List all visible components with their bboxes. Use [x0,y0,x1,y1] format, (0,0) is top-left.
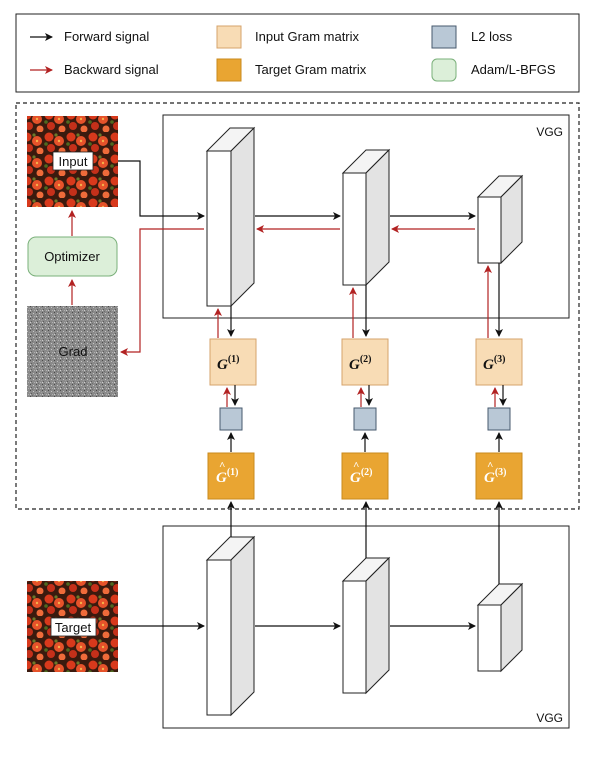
legend-target-gram-label: Target Gram matrix [255,62,367,77]
target-gram-1: G(1) ^ [207,452,255,500]
gram-2-superscript: (2) [360,354,372,365]
svg-text:G(1): G(1) [216,467,239,486]
legend-optimizer-label: Adam/L-BFGS [471,62,556,77]
legend-input-gram-label: Input Gram matrix [255,29,360,44]
svg-text:G(2): G(2) [350,467,373,486]
svg-text:G(1): G(1) [217,354,240,373]
legend-backward-label: Backward signal [64,62,159,77]
optimizer-box [27,236,118,277]
input-to-vgg-arrow [118,160,205,220]
target-gram-2: G(2) ^ [341,452,389,500]
target-gram-swatch-icon [216,58,242,82]
vgg-top-block-2 [341,148,391,287]
gram-3-superscript: (3) [494,354,506,365]
target-gram-3: G(3) ^ [475,452,523,500]
l2-loss-2 [353,407,377,431]
target-gram-2-symbol: G [350,470,361,486]
legend-frame [15,13,580,93]
gram-1-symbol: G [217,357,228,373]
vgg-bottom-block-2 [341,556,391,695]
grad-noise-image [27,306,118,397]
l2-loss-1 [219,407,243,431]
optimizer-node: Optimizer [27,236,118,277]
legend: Forward signal Backward signal Input Gra… [15,13,580,93]
input-label: Input [59,154,88,169]
input-gram-3: G(3) [475,338,523,386]
target-gram-1-symbol: G [216,470,227,486]
grad-label: Grad [59,344,88,359]
l2-loss-3 [487,407,511,431]
optimization-loop-frame [15,102,580,510]
svg-text:G(3): G(3) [484,467,507,486]
input-gram-2: G(2) [341,338,389,386]
legend-forward-label: Forward signal [64,29,149,44]
svg-text:G(3): G(3) [483,354,506,373]
vgg-top-block-3 [476,174,524,265]
target-gram-3-hat-icon: ^ [487,460,493,472]
legend-l2-label: L2 loss [471,29,513,44]
optimizer-swatch-icon [431,58,457,82]
target-gram-3-symbol: G [484,470,495,486]
l2-loss-swatch-icon [431,25,457,49]
target-label-box [50,617,97,637]
svg-text:G(2): G(2) [349,354,372,373]
target-label: Target [55,620,92,635]
gram-3-symbol: G [483,357,494,373]
input-gram-swatch-icon [216,25,242,49]
grad-image: Grad [27,306,118,397]
input-label-box [52,151,94,171]
target-gram-3-superscript: (3) [495,467,507,478]
target-gram-1-superscript: (1) [227,467,239,478]
vgg-top-block-1 [205,126,256,308]
optimizer-label: Optimizer [44,249,100,264]
target-gram-2-hat-icon: ^ [353,460,359,472]
input-image: Input [27,116,118,207]
gram-2-symbol: G [349,357,360,373]
vgg-to-grad-backward-arrow [120,228,204,356]
target-gram-1-hat-icon: ^ [219,460,225,472]
vgg-bottom-block-3 [476,582,524,673]
vgg-top-label: VGG [536,125,563,139]
vgg-bottom-block-1 [205,535,256,717]
target-image: Target [27,581,118,672]
vgg-bottom-label: VGG [536,711,563,725]
target-gram-2-superscript: (2) [361,467,373,478]
input-gram-1: G(1) [209,338,257,386]
gram-1-superscript: (1) [228,354,240,365]
